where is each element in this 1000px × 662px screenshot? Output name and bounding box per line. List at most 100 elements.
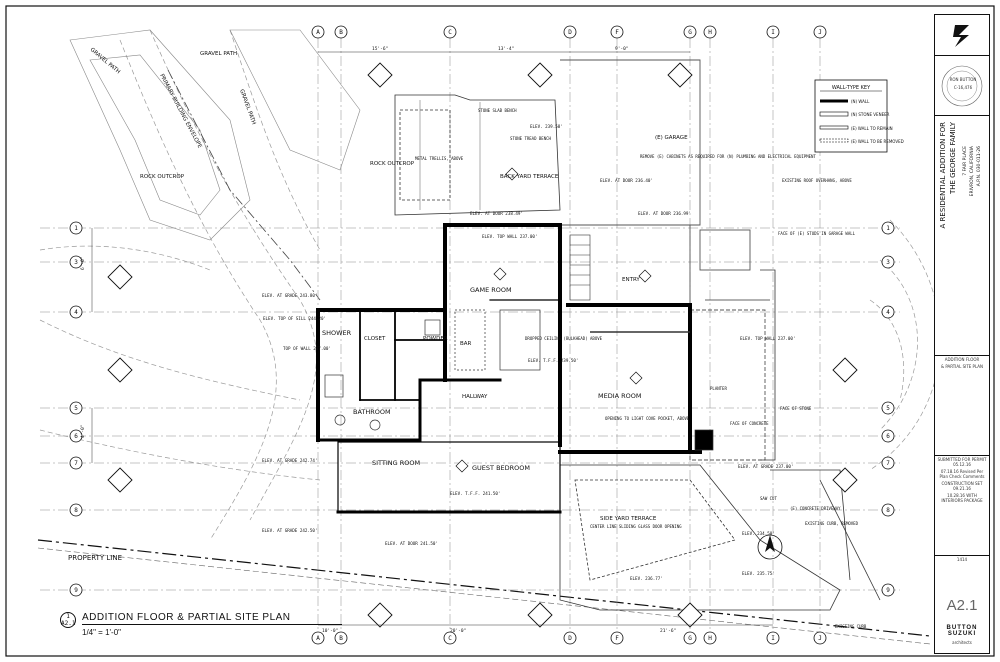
grid-label-j: J xyxy=(818,29,822,36)
stamp-license: C-16,476 xyxy=(953,85,973,90)
job-number-cell: 1414 xyxy=(935,555,989,575)
stamp-name: RON BUTTON xyxy=(949,77,977,82)
elev-4: ELEV. AT GRADE 242.74' xyxy=(262,458,317,463)
elev-5: ELEV. AT GRADE 242.50' xyxy=(262,528,317,533)
sheet-desc-1: ADDITION FLOOR xyxy=(944,357,980,362)
job-number: 1414 xyxy=(956,557,968,562)
note-9: DROPPED CEILING (BULKHEAD) ABOVE xyxy=(525,336,603,341)
grid-label-c-bottom: C xyxy=(448,635,452,642)
elev-18: ELEV. 236.77' xyxy=(630,576,663,581)
grid-row-bubbles xyxy=(69,221,895,597)
drawing-scale: 1/4" = 1'-0" xyxy=(82,628,122,637)
dim-1: 15'-6" xyxy=(372,46,388,52)
section-markers xyxy=(107,62,858,628)
firm-logo-icon xyxy=(953,25,969,47)
gravel-path xyxy=(69,29,361,241)
firm-name: BUTTON SUZUKI xyxy=(946,625,978,637)
rev-construction: CONSTRUCTION SET 09.21.16 xyxy=(941,481,983,491)
dimension-text: 15'-6" 13'-4" 9'-0" 10'-0" 20'-0" 21'-6"… xyxy=(80,46,676,634)
project-name-2: THE GEORGE FAMILY xyxy=(949,122,957,195)
property-line xyxy=(37,539,931,645)
grid-row-8-right: 8 xyxy=(886,507,890,514)
license-stamp: RON BUTTON C-16,476 xyxy=(935,55,989,115)
wall-swatch-removed xyxy=(819,138,849,143)
firm-subtitle: architects xyxy=(952,640,972,645)
sheet-description: ADDITION FLOOR & PARTIAL SITE PLAN xyxy=(935,355,989,395)
grid-row-6: 6 xyxy=(74,433,78,440)
room-media-room: MEDIA ROOM xyxy=(598,392,642,400)
sheet-desc-2: & PARTIAL SITE PLAN xyxy=(940,364,984,369)
room-game-room: GAME ROOM xyxy=(470,286,512,294)
room-bar: BAR xyxy=(460,341,472,347)
grid-label-d-bottom: D xyxy=(568,635,572,642)
grid-label-c: C xyxy=(448,29,452,36)
elev-6: ELEV. AT DOOR 241.50' xyxy=(385,541,438,546)
property-line-label: PROPERTY LINE xyxy=(68,554,122,562)
grid-row-5: 5 xyxy=(74,405,78,412)
dim-4: 10'-0" xyxy=(322,628,338,634)
building-envelope xyxy=(167,69,321,301)
elev-14: ELEV. TOP WALL 237.00' xyxy=(740,336,795,341)
wall-swatch-stone xyxy=(819,111,849,117)
rock-outcrop-label-2: ROCK OUTCROP xyxy=(370,161,415,167)
grid-label-i: I xyxy=(771,29,775,36)
elev-12: ELEV. 239.58' xyxy=(530,124,563,129)
grid-label-a: A xyxy=(316,29,320,36)
wall-key-item-1: (N) WALL xyxy=(851,99,870,104)
retaining-walls xyxy=(705,269,881,601)
elev-9: ELEV. AT DOOR 238.49' xyxy=(470,211,523,216)
wall-key-item-3: (E) WALL TO REMAIN xyxy=(851,126,893,131)
note-10: OPENING TO LIGHT COVE POCKET, ABOVE xyxy=(605,416,690,421)
room-powder: POWDER xyxy=(423,336,448,342)
note-4: REMOVE (E) CABINETS AS REQUIRED FOR (N) … xyxy=(640,154,816,159)
grid-row-8: 8 xyxy=(74,507,78,514)
dim-2: 13'-4" xyxy=(498,46,514,52)
grid-column-bubbles xyxy=(311,25,827,645)
dim-7: 6'-0" xyxy=(80,256,86,270)
grid-row-6-right: 6 xyxy=(886,433,890,440)
north-arrow-icon xyxy=(757,534,783,560)
grid-row-3: 3 xyxy=(74,259,78,266)
detail-sheet: A2.1 xyxy=(61,620,76,627)
note-12: CENTER LINE SLIDING GLASS DOOR OPENING xyxy=(590,524,682,529)
room-tags xyxy=(455,167,652,473)
wall-key-title: WALL-TYPE KEY xyxy=(832,85,871,91)
stairs xyxy=(569,234,591,301)
sheet-number: A2.1 xyxy=(946,597,978,614)
note-7: FACE OF STONE xyxy=(780,406,812,411)
rev-2: 10.28.16 WITH INTERIORS PACKAGE xyxy=(941,493,983,503)
grid-label-f-bottom: F xyxy=(615,635,619,642)
grid-label-g-bottom: G xyxy=(688,635,692,642)
elev-2: ELEV. TOP OF SILL 244.20' xyxy=(263,316,326,321)
grid-label-b-bottom: B xyxy=(339,635,343,642)
grid-label-h: H xyxy=(708,29,712,36)
rev-submitted: SUBMITTED FOR PERMIT 05.12.16 xyxy=(937,457,987,467)
addition-walls xyxy=(316,223,702,514)
dim-5: 20'-0" xyxy=(450,628,466,634)
grid-label-f: F xyxy=(615,29,619,36)
note-1: STONE SLAB BENCH xyxy=(478,108,517,113)
elev-13: ELEV. AT DOOR 236.40' xyxy=(600,178,653,183)
drawing-title: ADDITION FLOOR & PARTIAL SITE PLAN xyxy=(82,612,291,623)
note-11: PLANTER xyxy=(710,386,727,391)
wall-key-item-2: (N) STONE VENEER xyxy=(851,112,890,117)
grid-row-5-right: 5 xyxy=(886,405,890,412)
project-name-1: A RESIDENTIAL ADDITION FOR xyxy=(939,122,947,229)
note-13: SAW CUT xyxy=(760,496,777,501)
grid-label-i-bottom: I xyxy=(771,635,775,642)
grid-row-4-right: 4 xyxy=(886,309,890,316)
elev-15: ELEV. AT GRADE 237.00' xyxy=(738,464,793,469)
back-yard-terrace xyxy=(394,94,561,216)
note-3: METAL TRELLIS, ABOVE xyxy=(415,156,464,161)
grid-row-9: 9 xyxy=(74,587,78,594)
elevation-notes: ELEV. AT GRADE 243.80' ELEV. TOP OF SILL… xyxy=(262,124,795,581)
wall-swatch-existing xyxy=(819,125,849,130)
grid-label-g: G xyxy=(688,29,692,36)
room-guest-bedroom: GUEST BEDROOM xyxy=(472,464,530,472)
project-info: A RESIDENTIAL ADDITION FOR THE GEORGE FA… xyxy=(935,115,989,280)
room-back-yard-terrace: BACK YARD TERRACE xyxy=(500,174,559,180)
gravel-path-label-1: GRAVEL PATH xyxy=(89,47,121,75)
note-5: EXISTING ROOF OVERHANG, ABOVE xyxy=(782,178,852,183)
detail-number: 1 xyxy=(66,613,70,620)
